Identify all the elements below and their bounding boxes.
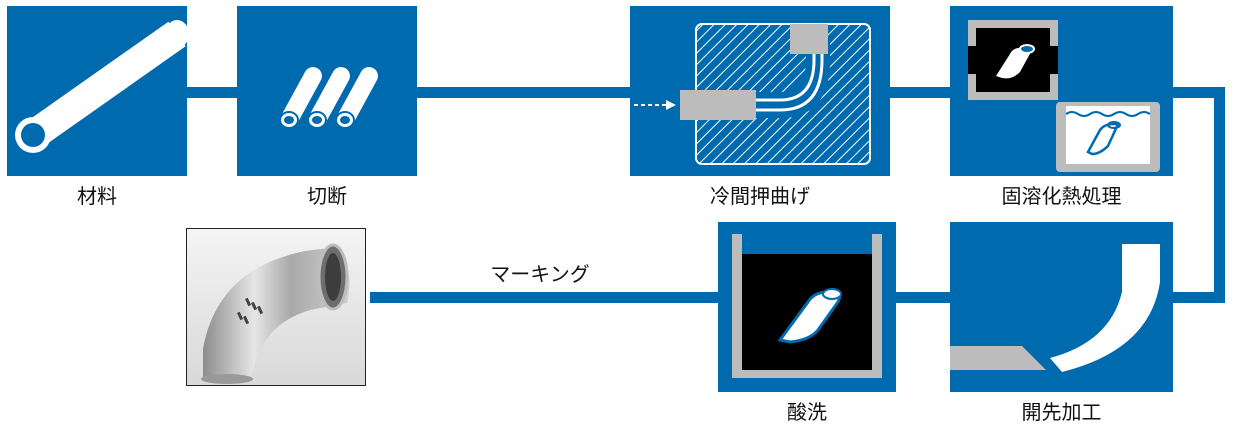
bevel-elbow-icon	[950, 244, 1160, 372]
step-pickling-label: 酸洗	[787, 400, 827, 424]
heat-treatment-icon	[968, 20, 1160, 172]
step-pickling-box	[718, 222, 896, 392]
elbow-fitting-photo	[186, 228, 366, 386]
step-beveling-box	[950, 222, 1173, 392]
step-material-label: 材料	[77, 184, 117, 208]
step-cold-bending-label: 冷間押曲げ	[710, 184, 810, 208]
connector-right	[1214, 87, 1225, 302]
stainless-elbow-image	[187, 229, 365, 385]
step-solution-treatment-label: 固溶化熱処理	[1001, 184, 1122, 208]
step-marking-label: マーキング	[490, 262, 590, 286]
step-cold-bending-box	[630, 6, 890, 176]
step-cutting-box	[237, 6, 417, 176]
step-solution-treatment-box	[950, 6, 1173, 176]
step-cutting-label: 切断	[307, 184, 347, 208]
pickling-tank-icon	[732, 234, 882, 378]
step-material-box	[7, 6, 187, 176]
bending-die-icon	[634, 23, 871, 165]
step-beveling-label: 開先加工	[1021, 400, 1102, 424]
cut-pipes-icon	[279, 67, 378, 129]
pipe-icon	[15, 20, 187, 153]
